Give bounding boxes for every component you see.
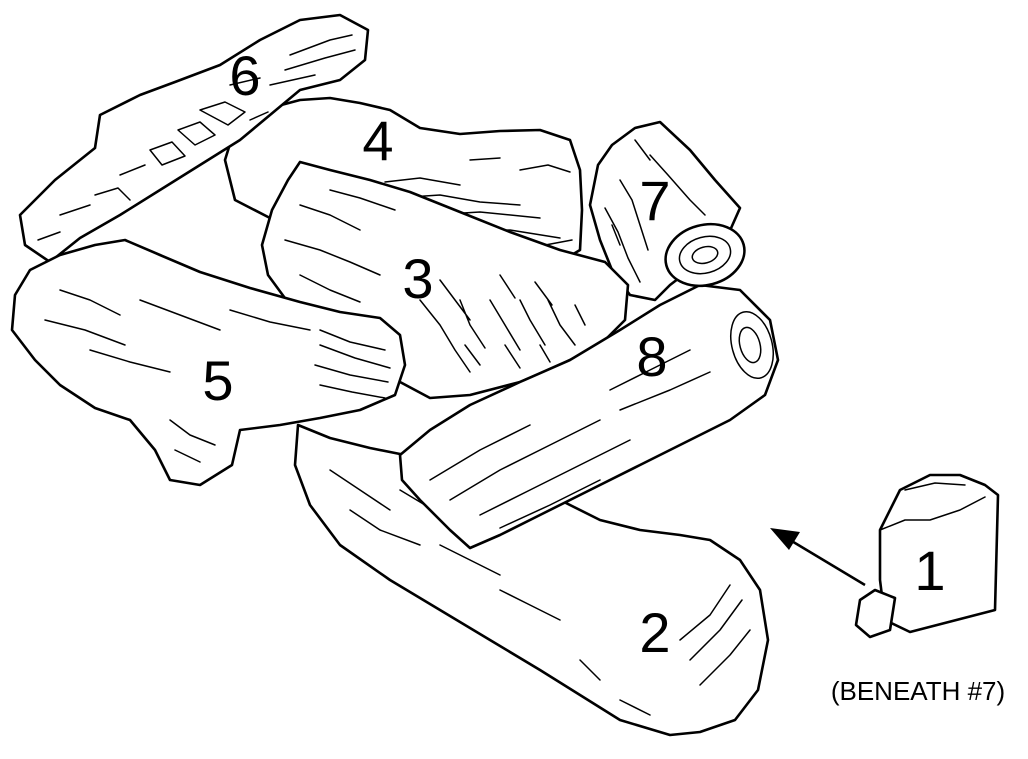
log-label-7: 7 bbox=[639, 169, 670, 232]
log-label-8: 8 bbox=[636, 325, 667, 388]
arrow bbox=[770, 528, 865, 585]
log-label-1: 1 bbox=[914, 539, 945, 602]
beneath-note: (BENEATH #7) bbox=[831, 676, 1005, 706]
log-label-2: 2 bbox=[639, 601, 670, 664]
log-label-6: 6 bbox=[229, 44, 260, 107]
log-label-3: 3 bbox=[402, 247, 433, 310]
log-label-5: 5 bbox=[202, 349, 233, 412]
log-label-4: 4 bbox=[362, 109, 393, 172]
